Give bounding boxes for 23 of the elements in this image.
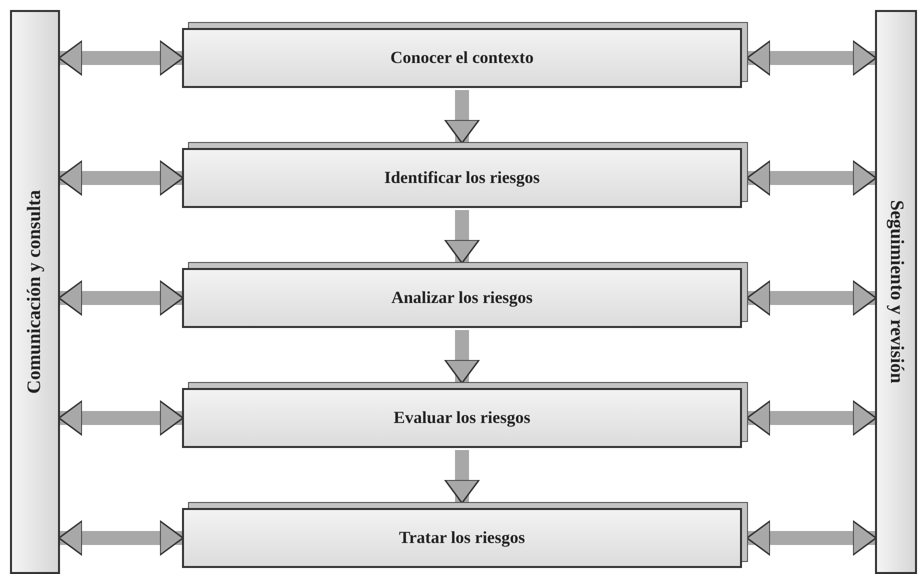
node-label: Tratar los riesgos xyxy=(399,528,525,548)
node-label: Comunicación y consulta xyxy=(24,190,46,394)
double-arrow xyxy=(746,520,877,556)
arrow xyxy=(444,90,480,144)
double-arrow xyxy=(746,400,877,436)
double-arrow xyxy=(58,40,184,76)
arrow xyxy=(444,450,480,504)
node-label: Seguimiento y revisión xyxy=(885,200,907,384)
side-band xyxy=(875,10,917,574)
node-label: Evaluar los riesgos xyxy=(394,408,530,428)
double-arrow xyxy=(58,400,184,436)
node-label: Identificar los riesgos xyxy=(384,168,540,188)
double-arrow xyxy=(58,280,184,316)
double-arrow xyxy=(58,520,184,556)
double-arrow xyxy=(746,280,877,316)
side-band xyxy=(10,10,60,574)
double-arrow xyxy=(746,160,877,196)
node-label: Conocer el contexto xyxy=(390,48,534,68)
double-arrow xyxy=(58,160,184,196)
double-arrow xyxy=(746,40,877,76)
arrow xyxy=(444,210,480,264)
arrow xyxy=(444,330,480,384)
node-label: Analizar los riesgos xyxy=(391,288,533,308)
